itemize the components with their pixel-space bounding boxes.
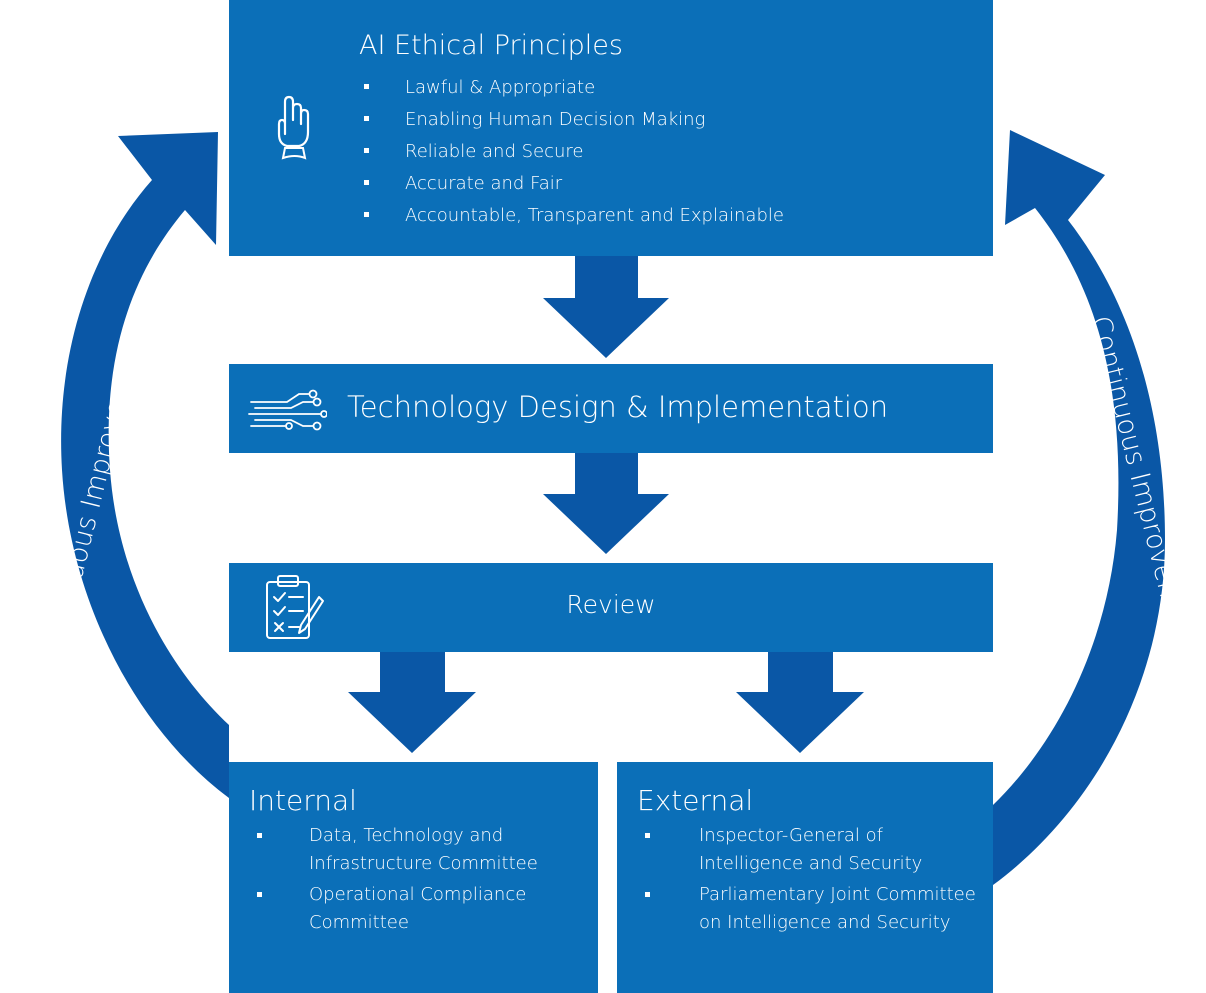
principles-title: AI Ethical Principles xyxy=(359,30,623,61)
internal-title: Internal xyxy=(249,784,357,817)
principle-item: Accurate and Fair xyxy=(229,168,993,200)
internal-item: Operational Compliance Committee xyxy=(229,881,569,937)
down-arrow-technology-to-review xyxy=(543,453,669,554)
external-title: External xyxy=(637,784,754,817)
internal-box: Internal Data, Technology and Infrastruc… xyxy=(229,762,598,993)
raised-hand-icon xyxy=(277,95,310,160)
principle-item: Accountable, Transparent and Explainable xyxy=(229,200,993,232)
principles-box: AI Ethical Principles Lawful & Appropria… xyxy=(229,0,993,256)
internal-list: Data, Technology and Infrastructure Comm… xyxy=(229,822,569,940)
right-cycle-arrow xyxy=(993,130,1165,885)
clipboard-checklist-icon xyxy=(266,575,324,639)
external-item: Parliamentary Joint Committee on Intelli… xyxy=(617,881,989,937)
principles-list: Lawful & Appropriate Enabling Human Deci… xyxy=(229,72,993,232)
principle-item: Reliable and Secure xyxy=(229,136,993,168)
down-arrow-review-to-external xyxy=(736,652,864,753)
down-arrow-principles-to-technology xyxy=(543,256,669,358)
external-box: External Inspector-General of Intelligen… xyxy=(617,762,993,993)
left-cycle-arrow xyxy=(61,132,229,798)
review-box: Review xyxy=(229,563,993,652)
internal-item: Data, Technology and Infrastructure Comm… xyxy=(229,822,569,878)
review-title: Review xyxy=(566,590,656,619)
principle-item: Enabling Human Decision Making xyxy=(229,104,993,136)
circuit-icon xyxy=(248,389,327,431)
external-list: Inspector-General of Intelligence and Se… xyxy=(617,822,989,940)
external-item: Inspector-General of Intelligence and Se… xyxy=(617,822,989,878)
technology-box: Technology Design & Implementation xyxy=(229,364,993,453)
principle-item: Lawful & Appropriate xyxy=(229,72,993,104)
technology-title: Technology Design & Implementation xyxy=(347,390,889,424)
down-arrow-review-to-internal xyxy=(348,652,476,753)
